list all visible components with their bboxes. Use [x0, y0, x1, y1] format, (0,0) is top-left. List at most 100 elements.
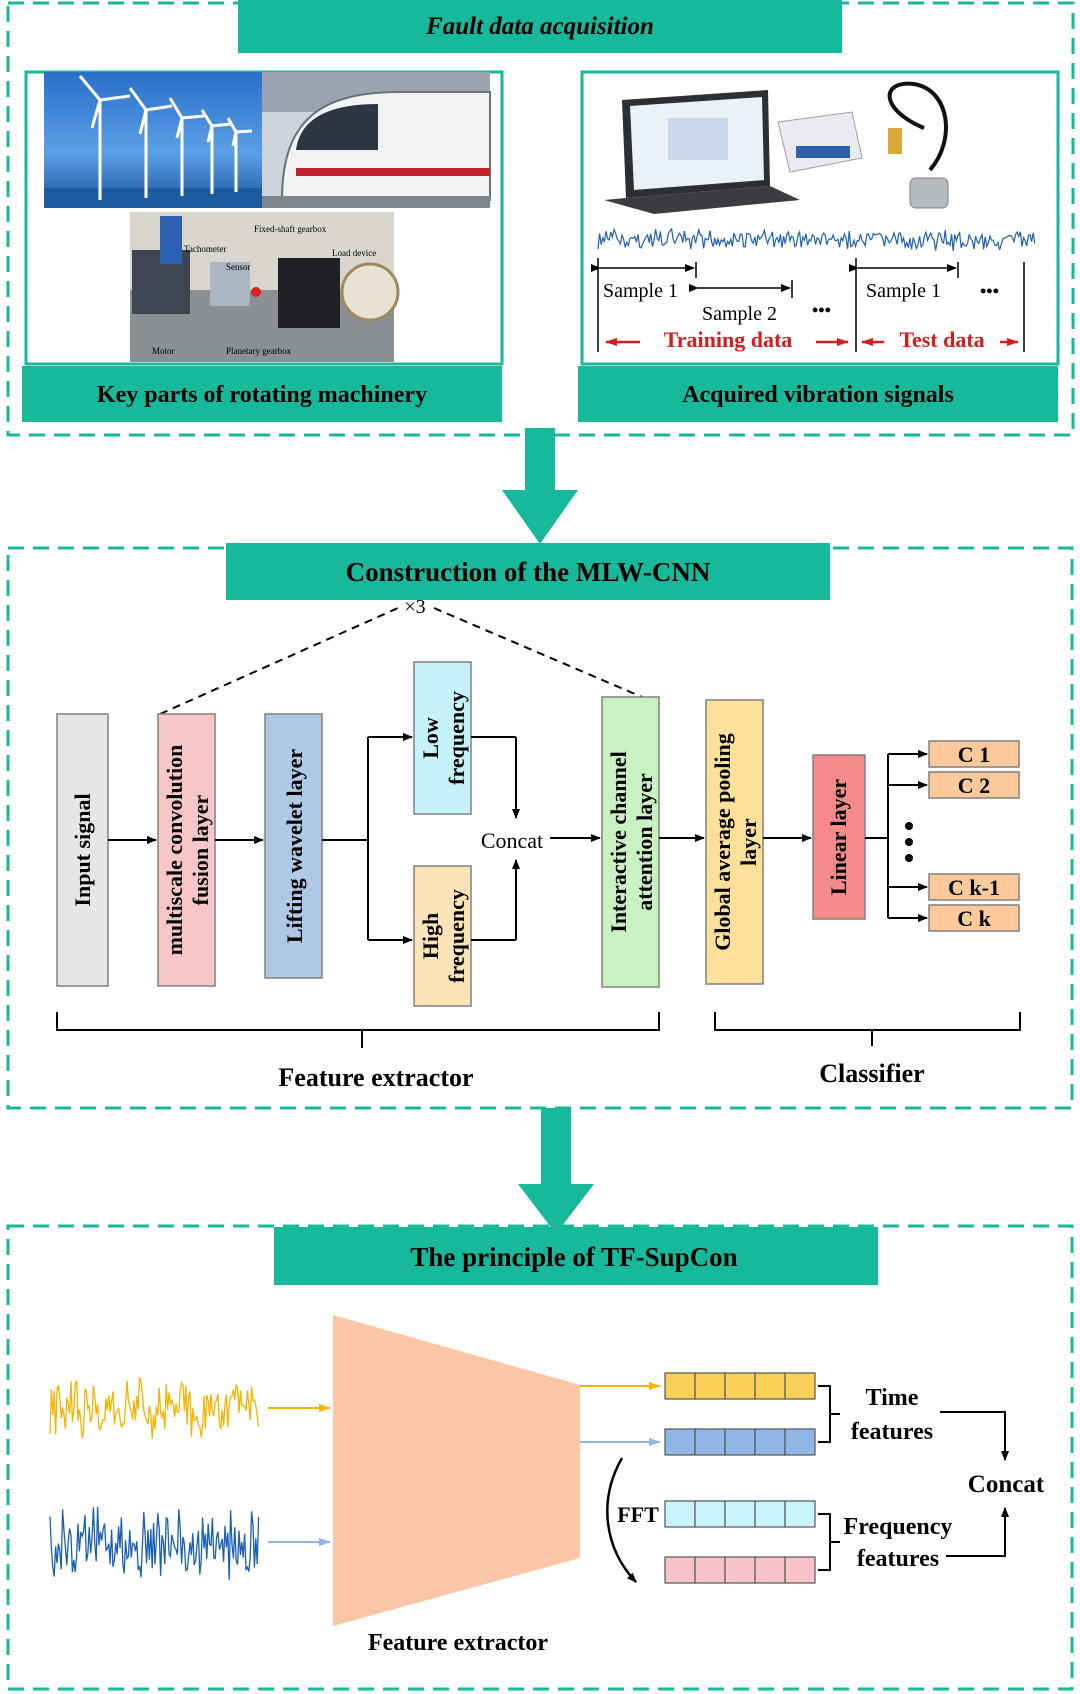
feature-cell: [694, 1500, 726, 1528]
global-average-pooling-block: [705, 699, 764, 985]
low-frequency-label-1: Low: [418, 717, 443, 759]
feature-cell: [724, 1500, 756, 1528]
class-box-c2: [928, 771, 1020, 799]
section-tf-supcon: The principle of TF-SupCon Feature extra…: [6, 1224, 1074, 1691]
repeat-bracket: [159, 607, 643, 715]
testbench-label-sensor: Sensor: [226, 262, 251, 272]
flow-arrow-2: [518, 1108, 594, 1234]
time-to-concat-arrow: [940, 1411, 1009, 1461]
class-box-ck1: [928, 873, 1020, 901]
yellow-input-signal: [49, 1376, 260, 1439]
fft-arrow: [606, 1457, 637, 1583]
frequency-feature-vector-cyan: [664, 1500, 816, 1528]
feature-extractor-brace: [56, 1012, 660, 1048]
vibration-sensor-photo: [887, 81, 949, 209]
feature-cell: [664, 1500, 696, 1528]
section3-title: The principle of TF-SupCon: [410, 1242, 737, 1272]
ica-label-2: attention layer: [632, 773, 657, 911]
frequency-feature-vector-pink: [664, 1556, 816, 1584]
high-frequency-label-1: High: [418, 913, 443, 959]
tf-feature-extractor-label: Feature extractor: [368, 1630, 548, 1656]
classifier-label: Classifier: [819, 1059, 924, 1088]
sample1-train-label: Sample 1: [603, 280, 678, 302]
blue-input-signal: [49, 1506, 260, 1580]
testbench-label-fixed: Fixed-shaft gearbox: [254, 224, 327, 234]
mlw-cnn-connectors: [108, 733, 928, 944]
section1-title: Fault data acquisition: [425, 13, 654, 40]
tf-concat-label: Concat: [968, 1471, 1045, 1498]
repeat-label: ×3: [404, 596, 425, 618]
test-bench-photo: Fixed-shaft gearbox Tachometer Sensor Lo…: [130, 212, 400, 362]
feature-cell: [694, 1372, 726, 1400]
section2-title-banner: [226, 543, 830, 600]
feature-cell: [724, 1428, 756, 1456]
feature-cell: [724, 1556, 756, 1584]
feature-vectors: [664, 1372, 816, 1584]
feature-extractor-trapezoid: [333, 1315, 580, 1626]
laptop-daq-photo: [604, 90, 863, 214]
test-data-label: Test data: [899, 327, 984, 352]
vibration-caption-box: [578, 366, 1058, 422]
feature-cell: [694, 1428, 726, 1456]
training-data-label: Training data: [664, 327, 793, 352]
interactive-channel-attention-block: [601, 696, 660, 988]
freq-to-concat-arrow: [946, 1507, 1009, 1557]
machinery-caption: Key parts of rotating machinery: [97, 382, 427, 408]
feature-cell: [754, 1556, 786, 1584]
feature-cell: [664, 1556, 696, 1584]
multiscale-label-2: fusion layer: [188, 794, 213, 905]
wind-turbine-photo: [44, 72, 262, 208]
feature-cell: [694, 1556, 726, 1584]
gap-label-2: layer: [736, 818, 761, 866]
vibration-signal-trace: [597, 227, 1036, 252]
gap-label-1: Global average pooling: [710, 733, 735, 951]
feature-cell: [784, 1556, 816, 1584]
time-feature-vector-yellow: [664, 1372, 816, 1400]
machinery-caption-box: [22, 366, 502, 422]
feature-cell: [664, 1372, 696, 1400]
testbench-label-tacho: Tachometer: [184, 244, 226, 254]
class-box-ck: [928, 904, 1020, 932]
feature-cell: [784, 1428, 816, 1456]
concat-label: Concat: [481, 828, 543, 853]
lifting-wavelet-block: [264, 713, 323, 979]
multiscale-label-1: multiscale convolution: [162, 745, 187, 956]
sample1-test-label: Sample 1: [866, 280, 941, 302]
feature-cell: [664, 1428, 696, 1456]
class-label-ck1: C k-1: [948, 875, 1000, 900]
multiscale-fusion-block: [157, 713, 216, 987]
time-features-brace: [818, 1385, 840, 1443]
feature-cell: [754, 1428, 786, 1456]
testbench-label-load: Load device: [332, 248, 376, 258]
feature-cell: [784, 1500, 816, 1528]
ica-label-1: Interactive channel: [606, 751, 631, 932]
linear-layer-label: Linear layer: [826, 779, 851, 896]
flow-arrow-1: [502, 428, 578, 544]
testbench-label-planetary: Planetary gearbox: [226, 346, 292, 356]
input-signal-label: Input signal: [70, 793, 95, 906]
time-features-label-1: Time: [866, 1385, 919, 1411]
section3-title-banner: [274, 1227, 878, 1285]
class-label-c1: C 1: [958, 742, 990, 767]
low-frequency-label-2: frequency: [444, 691, 469, 785]
time-feature-vector-blue: [664, 1428, 816, 1456]
section-fault-data-acquisition: Fault data acquisition: [6, 0, 1075, 437]
class-label-c2: C 2: [958, 773, 990, 798]
sample2-train-label: Sample 2: [702, 303, 777, 325]
classifier-brace: [714, 1012, 1021, 1046]
test-dots: •••: [980, 281, 999, 301]
feature-extractor-label: Feature extractor: [278, 1063, 473, 1092]
feature-cell: [784, 1372, 816, 1400]
vibration-caption: Acquired vibration signals: [682, 382, 954, 408]
section1-title-banner: [238, 0, 842, 53]
section-mlw-cnn: Construction of the MLW-CNN ×3 Input sig…: [6, 543, 1074, 1110]
section2-title: Construction of the MLW-CNN: [346, 557, 711, 587]
class-label-ck: C k: [957, 906, 991, 931]
section3-dashed-border: [6, 1224, 1074, 1691]
lifting-wavelet-label: Lifting wavelet layer: [282, 749, 307, 944]
class-ellipsis: [905, 822, 913, 862]
feature-cell: [724, 1372, 756, 1400]
feature-cell: [754, 1500, 786, 1528]
